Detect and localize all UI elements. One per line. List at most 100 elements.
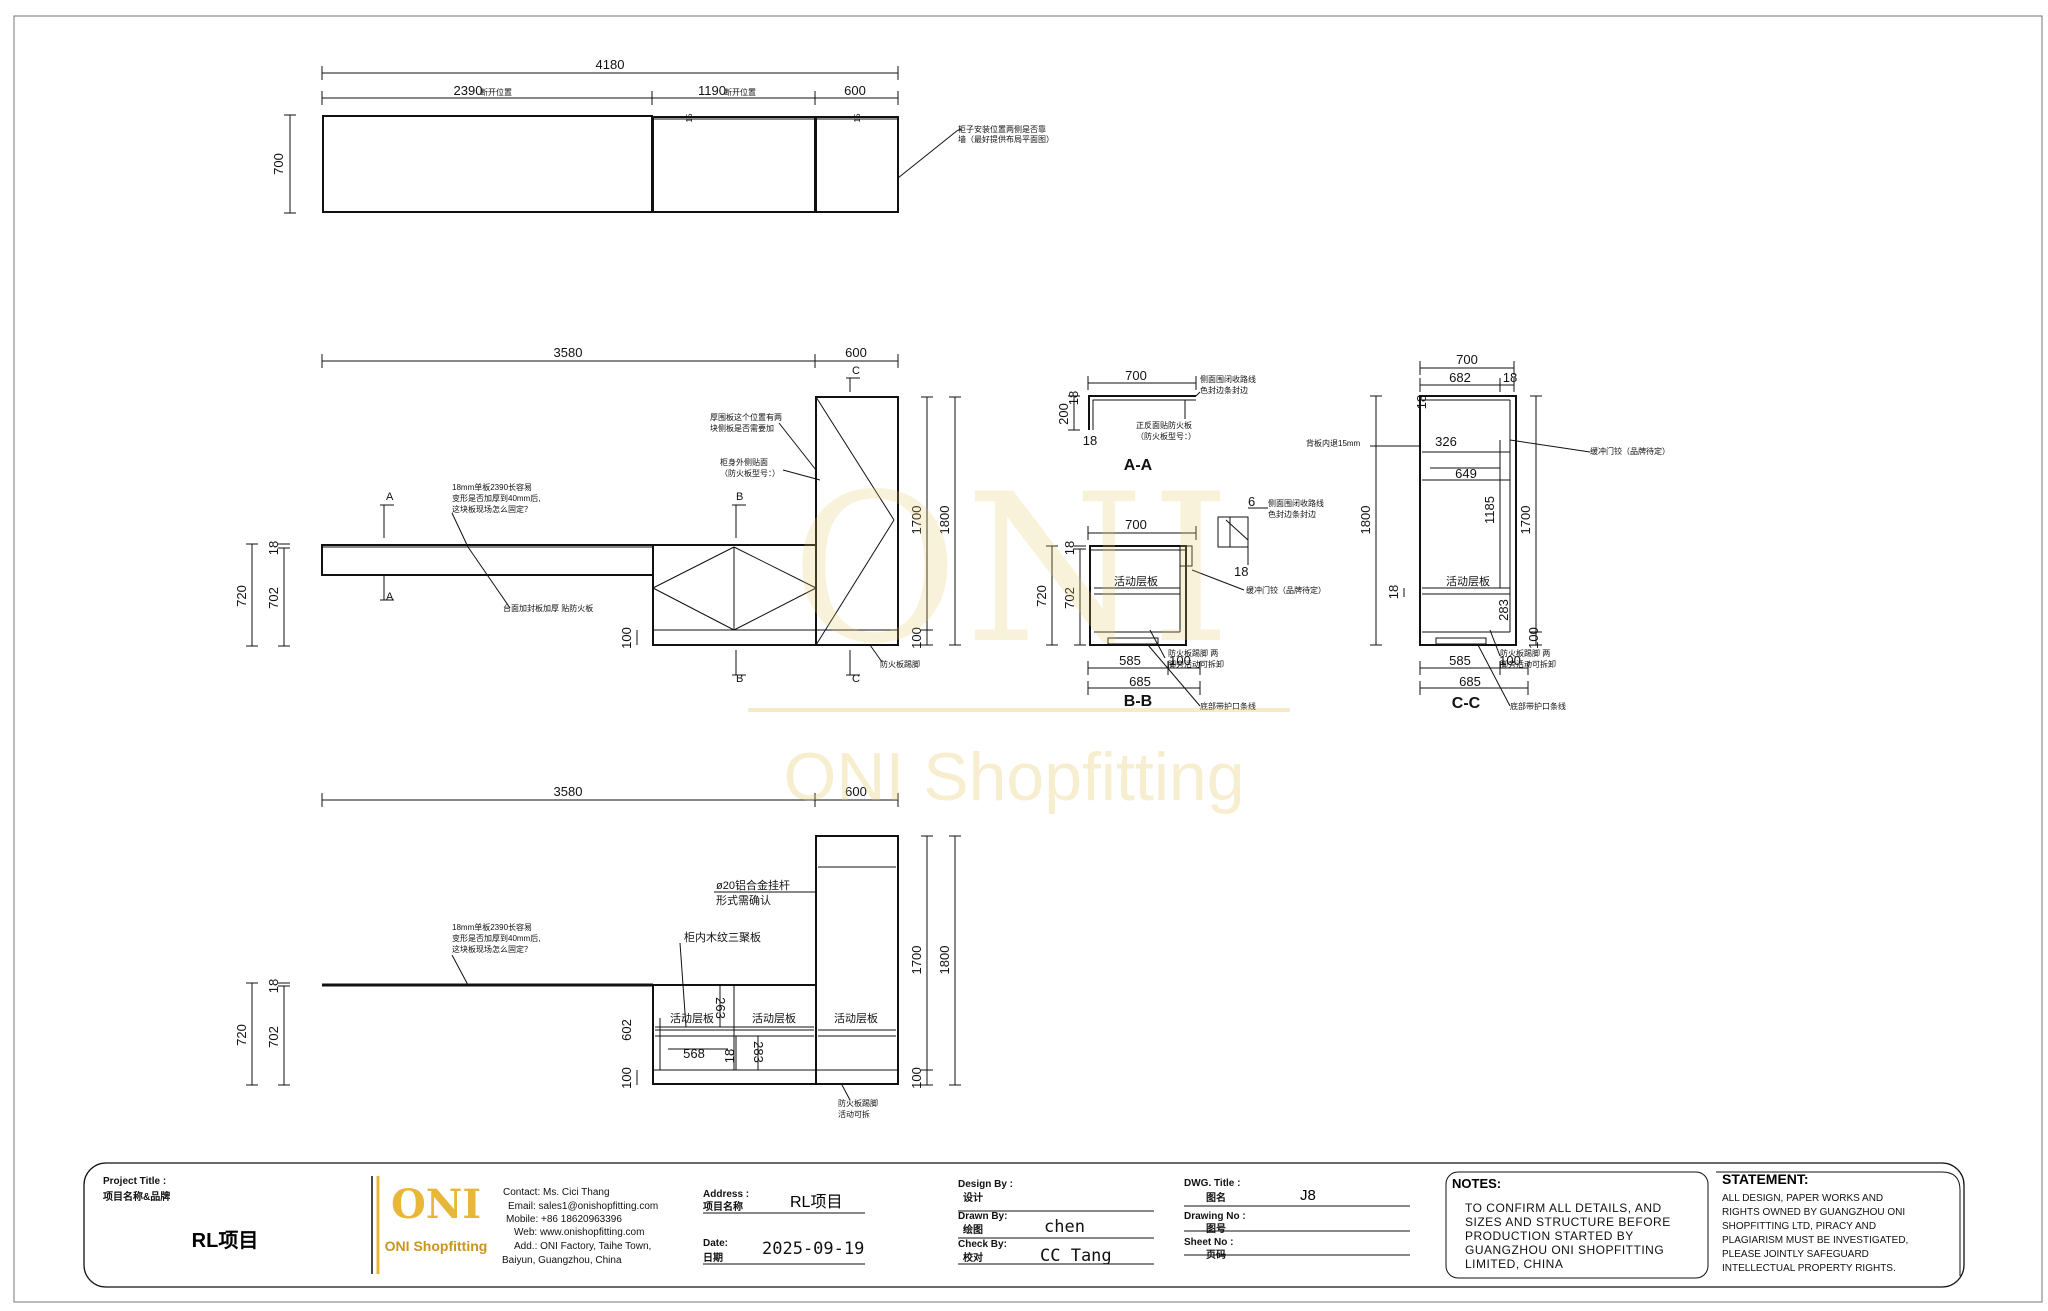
section-c-top: C bbox=[852, 365, 860, 377]
section-a-bottom: A bbox=[386, 591, 394, 603]
sec-a-note2-2: （防火板型号：） bbox=[1136, 431, 1196, 441]
notes-line-2: SIZES AND STRUCTURE BEFORE bbox=[1465, 1215, 1671, 1229]
sheet-no-label: Sheet No : bbox=[1184, 1237, 1233, 1248]
address-value: RL项目 bbox=[790, 1194, 842, 1211]
sheet-no-sub: 页码 bbox=[1206, 1249, 1226, 1261]
logo-mark: ONI bbox=[391, 1181, 481, 1228]
elev-h702-dim: 702 bbox=[266, 1026, 281, 1048]
elev-h1800-dim: 1800 bbox=[937, 946, 952, 975]
plan-mark2: 15 bbox=[853, 113, 862, 122]
plan-callout-2: 墙（最好提供布局平面图） bbox=[958, 134, 1054, 144]
date-sub: 日期 bbox=[703, 1251, 723, 1264]
sec-c-kick-1: 防火板踢脚 两 bbox=[1500, 648, 1550, 658]
sec-c-h1700: 1700 bbox=[1518, 506, 1533, 535]
sec-c-inner-note: 背板内退15mm bbox=[1306, 438, 1361, 448]
sec-c-w326: 326 bbox=[1435, 434, 1457, 449]
sec-b-detail-note-2: 色封边条封边 bbox=[1268, 509, 1316, 519]
plan-seg1-dim: 2390 bbox=[454, 83, 483, 98]
front-h702-dim: 702 bbox=[266, 587, 281, 609]
sec-c-w700: 700 bbox=[1456, 352, 1478, 367]
sec-c-d585: 585 bbox=[1449, 653, 1471, 668]
elev-shelf-3: 活动层板 bbox=[834, 1011, 878, 1025]
address-sub: 项目名称 bbox=[703, 1200, 743, 1213]
elev-plinth-right: 100 bbox=[909, 1067, 924, 1089]
front-note-board-1: 18mm单板2390长容易 bbox=[452, 482, 532, 492]
elev-h263-dim: 263 bbox=[713, 997, 728, 1019]
sec-b-d585: 585 bbox=[1119, 653, 1141, 668]
elev-kick-note-1: 防火板踢脚 bbox=[838, 1098, 878, 1108]
drawing-no-label: Drawing No : bbox=[1184, 1211, 1246, 1222]
drawn-label: Drawn By: bbox=[958, 1211, 1007, 1222]
sec-b-hinge: 缓冲门铰（品牌待定） bbox=[1246, 585, 1326, 595]
interior-elevation bbox=[246, 793, 961, 1101]
sec-b-h702: 702 bbox=[1062, 587, 1077, 609]
sec-c-h1185: 1185 bbox=[1482, 496, 1497, 524]
plan-seg2-dim: 1190 bbox=[698, 83, 726, 98]
sec-c-h1800: 1800 bbox=[1358, 506, 1373, 535]
section-c-bottom: C bbox=[852, 673, 860, 685]
check-value: CC Tang bbox=[1040, 1246, 1112, 1266]
statement-line-5: PLEASE JOINTLY SAFEGUARD bbox=[1722, 1249, 1869, 1260]
plan-seg2-note: 断开位置 bbox=[724, 87, 756, 97]
sec-b-detail-6: 6 bbox=[1248, 494, 1255, 509]
contact-line-5: Add.: ONI Factory, Taihe Town, bbox=[514, 1241, 651, 1252]
sec-c-hinge: 缓冲门铰（品牌待定） bbox=[1590, 446, 1670, 456]
section-a-view bbox=[1068, 376, 1201, 431]
sec-c-kick-2: 脚旁活动可拆卸 bbox=[1500, 659, 1556, 669]
front-h1700-dim: 1700 bbox=[909, 506, 924, 535]
design-sub: 设计 bbox=[963, 1191, 983, 1204]
plan-callout-1: 柜子安装位置两侧是否靠 bbox=[958, 124, 1046, 134]
sec-c-d685: 685 bbox=[1459, 674, 1481, 689]
front-note-fire: 台面加封板加厚 贴防火板 bbox=[503, 603, 593, 613]
drawn-sub: 绘图 bbox=[963, 1223, 983, 1236]
elev-note-board-3: 这块板现场怎么固定？ bbox=[452, 944, 532, 954]
sec-c-t18c: 18 bbox=[1386, 585, 1401, 599]
dwg-title-label: DWG. Title : bbox=[1184, 1178, 1240, 1189]
sec-b-w700: 700 bbox=[1125, 517, 1147, 532]
section-b-view bbox=[1046, 507, 1268, 707]
statement-line-4: PLAGIARISM MUST BE INVESTIGATED, bbox=[1722, 1235, 1908, 1246]
contact-line-6: Baiyun, Guangzhou, China bbox=[502, 1255, 622, 1266]
notes-title: NOTES: bbox=[1452, 1176, 1501, 1191]
elev-h1700-dim: 1700 bbox=[909, 946, 924, 975]
sec-c-w682: 682 bbox=[1449, 370, 1471, 385]
plan-mark1: 15 bbox=[685, 113, 694, 122]
address-label: Address : bbox=[703, 1189, 749, 1200]
statement-line-1: ALL DESIGN, PAPER WORKS AND bbox=[1722, 1193, 1883, 1204]
project-title-value: RL项目 bbox=[192, 1229, 259, 1252]
plan-seg1-note: 断开位置 bbox=[480, 87, 512, 97]
front-plinth-right: 100 bbox=[909, 627, 924, 649]
check-label: Check By: bbox=[958, 1239, 1007, 1250]
elev-note-board-1: 18mm单板2390长容易 bbox=[452, 922, 532, 932]
sheet-border bbox=[13, 15, 2043, 1303]
elev-tower-dim: 600 bbox=[845, 784, 867, 799]
date-value: 2025-09-19 bbox=[762, 1239, 864, 1259]
elev-t18-dim: 18 bbox=[266, 979, 281, 993]
sec-a-note1-1: 侧面围闭收路线 bbox=[1200, 374, 1256, 384]
dwg-title-value: J8 bbox=[1300, 1187, 1316, 1204]
statement-line-6: INTELLECTUAL PROPERTY RIGHTS. bbox=[1722, 1263, 1896, 1274]
front-note-board-2: 变形是否加厚到40mm后, bbox=[452, 493, 540, 503]
contact-line-3: Mobile: +86 18620963396 bbox=[506, 1214, 622, 1225]
notes-line-3: PRODUCTION STARTED BY bbox=[1465, 1229, 1634, 1243]
section-a-title: A-A bbox=[1124, 457, 1153, 474]
section-b-top: B bbox=[736, 491, 743, 503]
project-title-sub: 项目名称&品牌 bbox=[103, 1190, 170, 1203]
plan-seg3-dim: 600 bbox=[844, 83, 866, 98]
plan-height-dim: 700 bbox=[271, 153, 286, 175]
plan-total-dim: 4180 bbox=[596, 57, 625, 72]
statement-title: STATEMENT: bbox=[1722, 1171, 1809, 1187]
section-a-top: A bbox=[386, 491, 394, 503]
sec-a-note2-1: 正反面贴防火板 bbox=[1136, 420, 1192, 430]
watermark-text: ONI Shopfitting bbox=[783, 739, 1244, 815]
elev-t18b-dim: 18 bbox=[722, 1049, 737, 1063]
elev-rod-confirm: 形式需确认 bbox=[716, 894, 771, 907]
elev-kick-note-2: 活动可拆 bbox=[838, 1109, 870, 1119]
sec-b-d685: 685 bbox=[1129, 674, 1151, 689]
sec-b-detail-18: 18 bbox=[1234, 564, 1248, 579]
contact-line-2: Email: sales1@onishopfitting.com bbox=[508, 1201, 658, 1212]
sec-b-shelf: 活动层板 bbox=[1114, 574, 1158, 588]
sec-b-t18: 18 bbox=[1062, 541, 1077, 555]
date-label: Date: bbox=[703, 1238, 728, 1249]
front-tower-dim: 600 bbox=[845, 345, 867, 360]
